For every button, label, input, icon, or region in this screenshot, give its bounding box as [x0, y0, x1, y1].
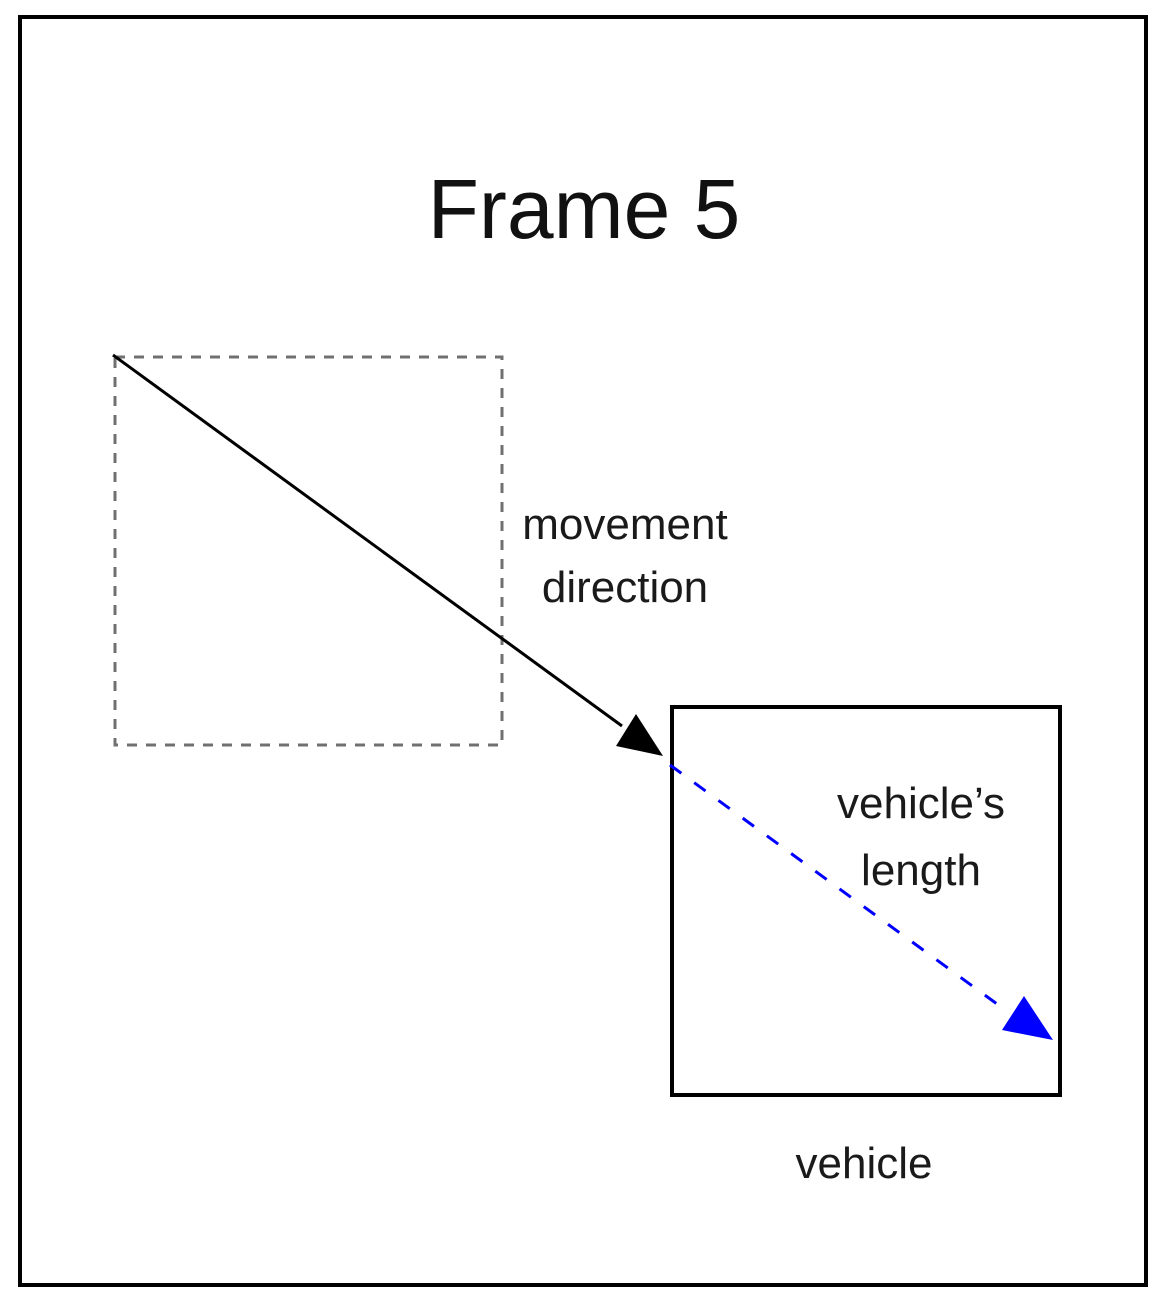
vehicle-length-label-line1: vehicle’s: [837, 779, 1005, 828]
vehicle-length-arrow-line: [669, 763, 1009, 1014]
vehicle-length-arrowhead: [1002, 996, 1053, 1040]
previous-position-box: [113, 355, 504, 747]
vehicle-label: vehicle: [796, 1139, 933, 1188]
movement-direction-label-line1: movement: [522, 500, 727, 549]
movement-direction-label-line2: direction: [542, 563, 708, 612]
vehicle-box: [670, 705, 1062, 1097]
vehicle-length-label-line2: length: [861, 846, 981, 895]
frame-border: [18, 15, 1148, 1287]
frame-title: Frame 5: [428, 162, 741, 256]
movement-direction-arrowhead: [616, 714, 663, 756]
movement-direction-arrow-line: [112, 353, 623, 728]
